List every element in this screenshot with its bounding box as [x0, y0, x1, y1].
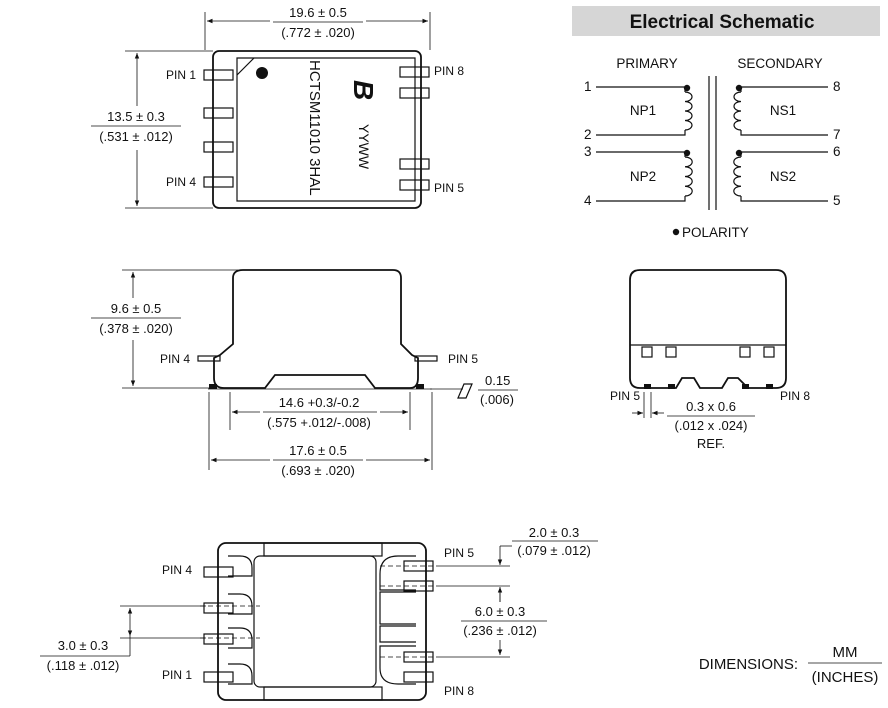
sch-pin-2: 2	[584, 127, 592, 142]
lead-size-dim-in: (.012 x .024)	[675, 418, 748, 433]
left-pitch-dim-in: (.118 ± .012)	[47, 658, 120, 673]
sch-pin-5: 5	[833, 193, 841, 208]
side-height-dim-in: (.378 ± .020)	[99, 321, 173, 336]
coplanarity-dim: 0.15	[485, 373, 510, 388]
pitch-dim: 2.0 ± 0.3	[529, 525, 580, 540]
side-outer-dim-in: (.693 ± .020)	[281, 463, 355, 478]
logo-mark: B	[348, 80, 379, 100]
top-width-dim-in: (.772 ± .020)	[281, 25, 355, 40]
top-height-dim-in: (.531 ± .012)	[99, 129, 173, 144]
top-pin8-label: PIN 8	[434, 64, 464, 78]
coplanarity-dim-in: (.006)	[480, 392, 514, 407]
top-pin4-label: PIN 4	[166, 175, 196, 189]
bottom-pin5-label: PIN 5	[444, 546, 474, 560]
left-pitch-dim: 3.0 ± 0.3	[58, 638, 109, 653]
schematic-header: Electrical Schematic	[630, 12, 815, 33]
side-inner-dim: 14.6 +0.3/-0.2	[279, 395, 360, 410]
bottom-view: PIN 4 PIN 1 PIN 5 PIN 8 2.0 ± 0.3 (.079 …	[40, 525, 598, 701]
secondary-label: SECONDARY	[737, 56, 822, 71]
bottom-pin4-label: PIN 4	[162, 563, 192, 577]
sch-pin-3: 3	[584, 144, 592, 159]
winding-ns2: NS2	[770, 169, 796, 184]
top-pin1-label: PIN 1	[166, 68, 196, 82]
end-view: PIN 5 PIN 8 0.3 x 0.6 (.012 x .024) REF.	[610, 269, 810, 451]
winding-ns1: NS1	[770, 103, 796, 118]
pitch-dim-in: (.079 ± .012)	[517, 543, 591, 558]
sch-pin-1: 1	[584, 79, 592, 94]
side-pin5-label: PIN 5	[448, 352, 478, 366]
units-inches: (INCHES)	[812, 669, 879, 686]
span-dim-in: (.236 ± .012)	[463, 623, 537, 638]
top-height-dim: 13.5 ± 0.3	[107, 109, 165, 124]
side-outer-dim: 17.6 ± 0.5	[289, 443, 347, 458]
polarity-legend: POLARITY	[682, 225, 749, 240]
sch-pin-4: 4	[584, 193, 592, 208]
schematic-header-bar	[572, 6, 880, 36]
end-pin5-label: PIN 5	[610, 389, 640, 403]
polarity-legend-dot	[672, 228, 680, 236]
polarity-dot	[256, 67, 268, 79]
units-label: DIMENSIONS:	[699, 656, 798, 673]
winding-np2: NP2	[630, 169, 656, 184]
primary-label: PRIMARY	[616, 56, 677, 71]
electrical-schematic: Electrical Schematic PRIMARY SECONDARY 1…	[572, 6, 880, 240]
bottom-pin8-label: PIN 8	[444, 684, 474, 698]
sch-pin-8: 8	[833, 79, 841, 94]
lead-size-ref: REF.	[697, 436, 725, 451]
date-code: YYWW	[356, 124, 372, 170]
end-pin8-label: PIN 8	[780, 389, 810, 403]
lead-size-dim: 0.3 x 0.6	[686, 399, 736, 414]
sch-pin-6: 6	[833, 144, 841, 159]
winding-np1: NP1	[630, 103, 656, 118]
side-inner-dim-in: (.575 +.012/-.008)	[267, 415, 371, 430]
span-dim: 6.0 ± 0.3	[475, 604, 526, 619]
top-width-dim: 19.6 ± 0.5	[289, 5, 347, 20]
top-pin5-label: PIN 5	[434, 181, 464, 195]
part-number: HCTSM11010 3HAL	[306, 60, 323, 196]
bottom-pin1-label: PIN 1	[162, 668, 192, 682]
top-view: 19.6 ± 0.5 (.772 ± .020) 13.5 ± 0.3 (.53…	[88, 5, 464, 209]
sch-pin-7: 7	[833, 127, 841, 142]
units-mm: MM	[833, 644, 858, 661]
side-view: 9.6 ± 0.5 (.378 ± .020) PIN 4 PIN 5 0.15…	[88, 269, 518, 480]
units-legend: DIMENSIONS: MM (INCHES)	[699, 644, 882, 686]
side-pin4-label: PIN 4	[160, 352, 190, 366]
side-height-dim: 9.6 ± 0.5	[111, 301, 162, 316]
